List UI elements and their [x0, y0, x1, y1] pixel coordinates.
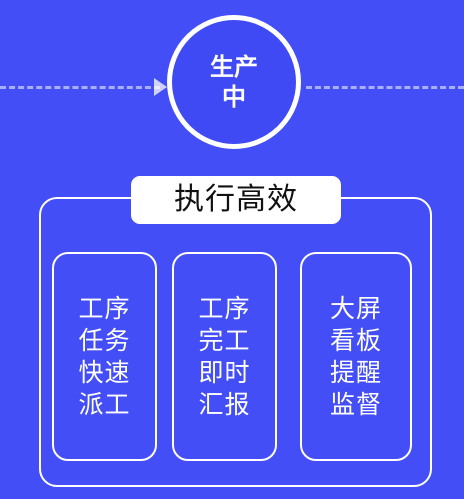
- card-line: 汇报: [198, 389, 251, 419]
- card-line: 监督: [329, 389, 382, 419]
- stage-node: 生产中: [167, 15, 301, 149]
- card-line: 完工: [198, 325, 251, 355]
- card-line: 提醒: [329, 357, 382, 387]
- card-line: 快速: [78, 357, 131, 387]
- card-line: 工序: [198, 293, 251, 323]
- card-line: 派工: [78, 389, 131, 419]
- panel-title: 执行高效: [131, 176, 341, 224]
- stage-label: 生产中: [210, 53, 258, 111]
- card-line: 即时: [198, 357, 251, 387]
- feature-card-report: 工序 完工 即时 汇报: [172, 252, 277, 461]
- feature-card-dashboard: 大屏 看板 提醒 监督: [300, 252, 412, 461]
- flow-connector-right: [306, 86, 464, 89]
- card-line: 任务: [78, 325, 131, 355]
- card-line: 工序: [78, 293, 131, 323]
- flow-connector-left: [0, 86, 160, 89]
- arrow-right-icon: [154, 78, 167, 96]
- card-line: 大屏: [329, 293, 382, 323]
- card-line: 看板: [329, 325, 382, 355]
- feature-card-dispatch: 工序 任务 快速 派工: [52, 252, 157, 461]
